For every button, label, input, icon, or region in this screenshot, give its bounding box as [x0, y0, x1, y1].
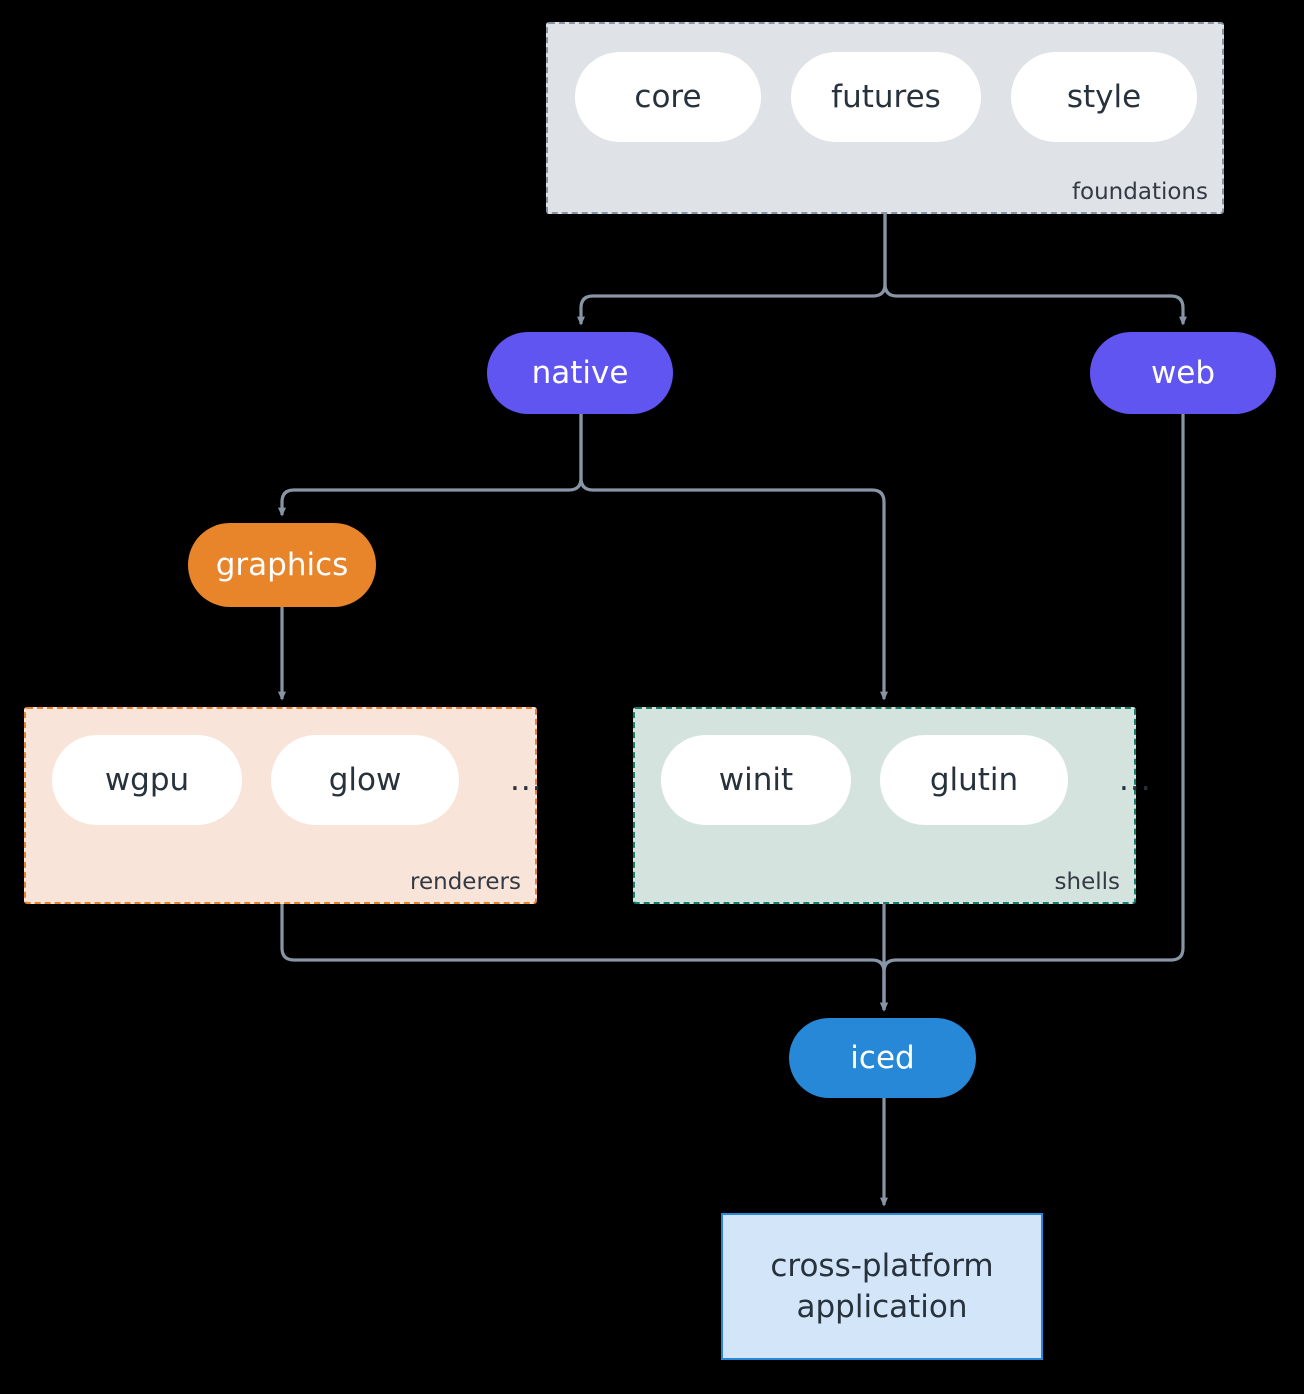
group-renderers-members: wgpu glow ...: [52, 735, 543, 825]
application-line-1: cross-platform: [770, 1247, 994, 1284]
edge-renderers-iced: [280, 904, 888, 1012]
group-foundations[interactable]: core futures style foundations: [546, 22, 1224, 214]
edge-native-graphics: [278, 414, 583, 517]
shells-ellipsis: ...: [1119, 761, 1152, 798]
node-style[interactable]: style: [1011, 52, 1197, 142]
group-renderers[interactable]: wgpu glow ... renderers: [24, 707, 542, 904]
group-renderers-label: renderers: [410, 869, 521, 895]
node-winit[interactable]: winit: [661, 735, 851, 825]
node-wgpu[interactable]: wgpu: [52, 735, 242, 825]
group-foundations-label: foundations: [1071, 179, 1208, 205]
group-foundations-members: core futures style: [575, 52, 1197, 142]
node-graphics[interactable]: graphics: [188, 523, 376, 607]
node-core[interactable]: core: [575, 52, 761, 142]
edge-native-shells: [579, 414, 888, 701]
group-shells[interactable]: winit glutin ... shells: [633, 707, 1151, 904]
application-line-2: application: [796, 1288, 968, 1325]
node-glutin[interactable]: glutin: [880, 735, 1068, 825]
group-shells-label: shells: [1054, 869, 1120, 895]
edge-foundations-native: [577, 214, 887, 326]
group-shells-members: winit glutin ...: [661, 735, 1152, 825]
renderers-ellipsis: ...: [510, 761, 543, 798]
node-web[interactable]: web: [1090, 332, 1276, 414]
node-futures[interactable]: futures: [791, 52, 981, 142]
node-native[interactable]: native: [487, 332, 673, 414]
node-cross-platform-application[interactable]: cross-platform application: [721, 1213, 1043, 1360]
node-iced[interactable]: iced: [789, 1018, 976, 1098]
edge-foundations-web: [883, 214, 1187, 326]
node-glow[interactable]: glow: [271, 735, 459, 825]
